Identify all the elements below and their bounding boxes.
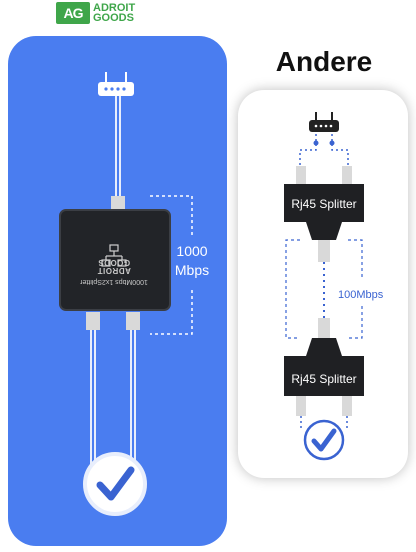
check-icon-right — [303, 419, 345, 461]
output-plug-1 — [86, 312, 100, 330]
rj45-splitter-top — [284, 166, 364, 262]
router-cables-right — [299, 134, 349, 170]
device-brand-line1: ADROIT — [97, 266, 131, 276]
other-product-card — [238, 90, 408, 478]
check-icon-left — [83, 452, 147, 516]
brand-logo: AG ADROIT GOODS — [56, 0, 135, 26]
network-icon — [101, 244, 127, 267]
logo-mark: AG — [56, 2, 90, 24]
splitter-top-label: Rj45 Splitter — [291, 197, 357, 211]
speed-label-left: 1000 Mbps — [170, 242, 214, 280]
logo-line1: ADROIT — [93, 2, 136, 14]
output-cables-right — [300, 416, 348, 430]
logo-text: ADROIT GOODS — [93, 2, 136, 24]
speed-bracket — [150, 195, 193, 335]
other-title: Andere — [275, 46, 373, 77]
device-label: 1000Mbps 1x2Splitter ADROIT GOODS — [72, 248, 156, 296]
input-plug — [111, 196, 125, 212]
speed-label-right: 100Mbps — [338, 289, 384, 301]
speed-value: 1000 — [176, 243, 208, 259]
router-icon-right — [309, 112, 339, 132]
adroit-splitter-device — [59, 209, 171, 311]
output-cables — [90, 330, 136, 470]
splitter-bottom-label: Rj45 Splitter — [291, 372, 357, 386]
output-plug-2 — [126, 312, 140, 330]
rj45-splitter-bottom — [284, 318, 364, 416]
speed-unit: Mbps — [174, 262, 210, 278]
device-model: 1000Mbps 1x2Splitter — [80, 278, 148, 286]
input-cable — [115, 96, 121, 202]
logo-line2: GOODS — [93, 12, 134, 24]
device-brand-line2: GOODS — [97, 258, 131, 268]
router-icon-left — [98, 72, 134, 96]
speed-bracket-right — [285, 239, 363, 339]
